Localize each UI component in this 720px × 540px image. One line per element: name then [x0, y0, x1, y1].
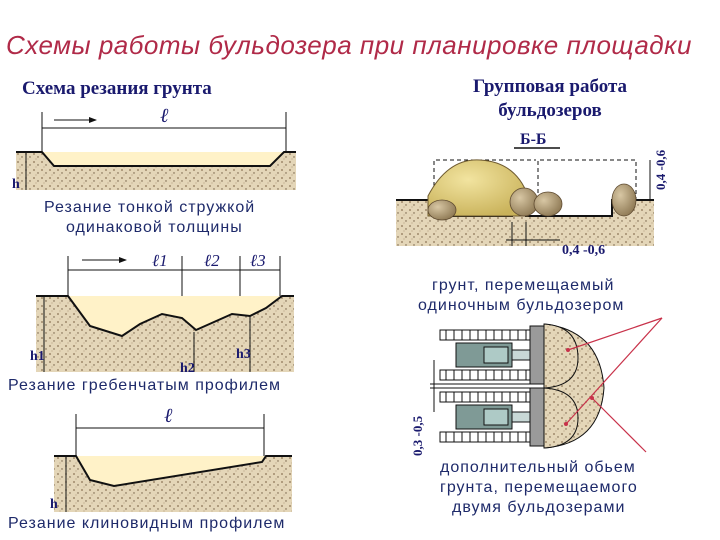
caption-double-line1: дополнительный обьем [440, 459, 636, 476]
scheme2-l1-label: ℓ1 [152, 251, 168, 270]
page-title: Схемы работы бульдозера при планировке п… [6, 30, 692, 60]
scheme-comb-profile: ℓ1 ℓ2 ℓ3 h1 h2 h3 [30, 251, 294, 376]
scheme2-h1-label: h1 [30, 349, 45, 364]
section-label: Б-Б [520, 131, 546, 148]
scheme1-caption-line1: Резание тонкой стружкой [44, 199, 255, 216]
scheme1-length-label: ℓ [160, 105, 169, 127]
scheme2-h3-label: h3 [236, 347, 251, 362]
dim-vertical-label: 0,4 -0,6 [653, 149, 668, 190]
scheme2-l2-label: ℓ2 [204, 251, 220, 270]
scheme3-length-label: ℓ [164, 405, 173, 427]
dim-gap-label: 0,3 -0,5 [410, 415, 425, 456]
scheme2-caption: Резание гребенчатым профилем [8, 377, 281, 394]
scheme3-caption: Резание клиновидным профилем [8, 515, 285, 532]
section-bb: Б-Б 0,4 -0,6 0,4 -0,6 [396, 130, 668, 258]
scheme3-height-label: h [50, 497, 58, 512]
right-heading-line2: бульдозеров [498, 100, 602, 121]
caption-single-line2: одиночным бульдозером [418, 297, 624, 314]
right-heading-line1: Групповая работа [472, 76, 628, 97]
caption-double-line3: двумя бульдозерами [452, 499, 625, 516]
scheme2-l3-label: ℓ3 [250, 251, 266, 270]
plan-two-bulldozers: 0,3 -0,5 [410, 317, 663, 456]
caption-single-line1: грунт, перемещаемый [432, 277, 615, 294]
scheme1-caption-line2: одинаковой толщины [66, 219, 243, 236]
left-heading: Схема резания грунта [22, 78, 212, 99]
scheme-wedge-profile: ℓ h [50, 405, 292, 512]
caption-double-line2: грунта, перемещаемого [440, 479, 638, 496]
dim-horizontal-label: 0,4 -0,6 [562, 243, 605, 258]
scheme2-h2-label: h2 [180, 361, 195, 376]
scheme1-height-label: h [12, 177, 20, 192]
scheme-thin-chip: ℓ h [12, 105, 296, 192]
